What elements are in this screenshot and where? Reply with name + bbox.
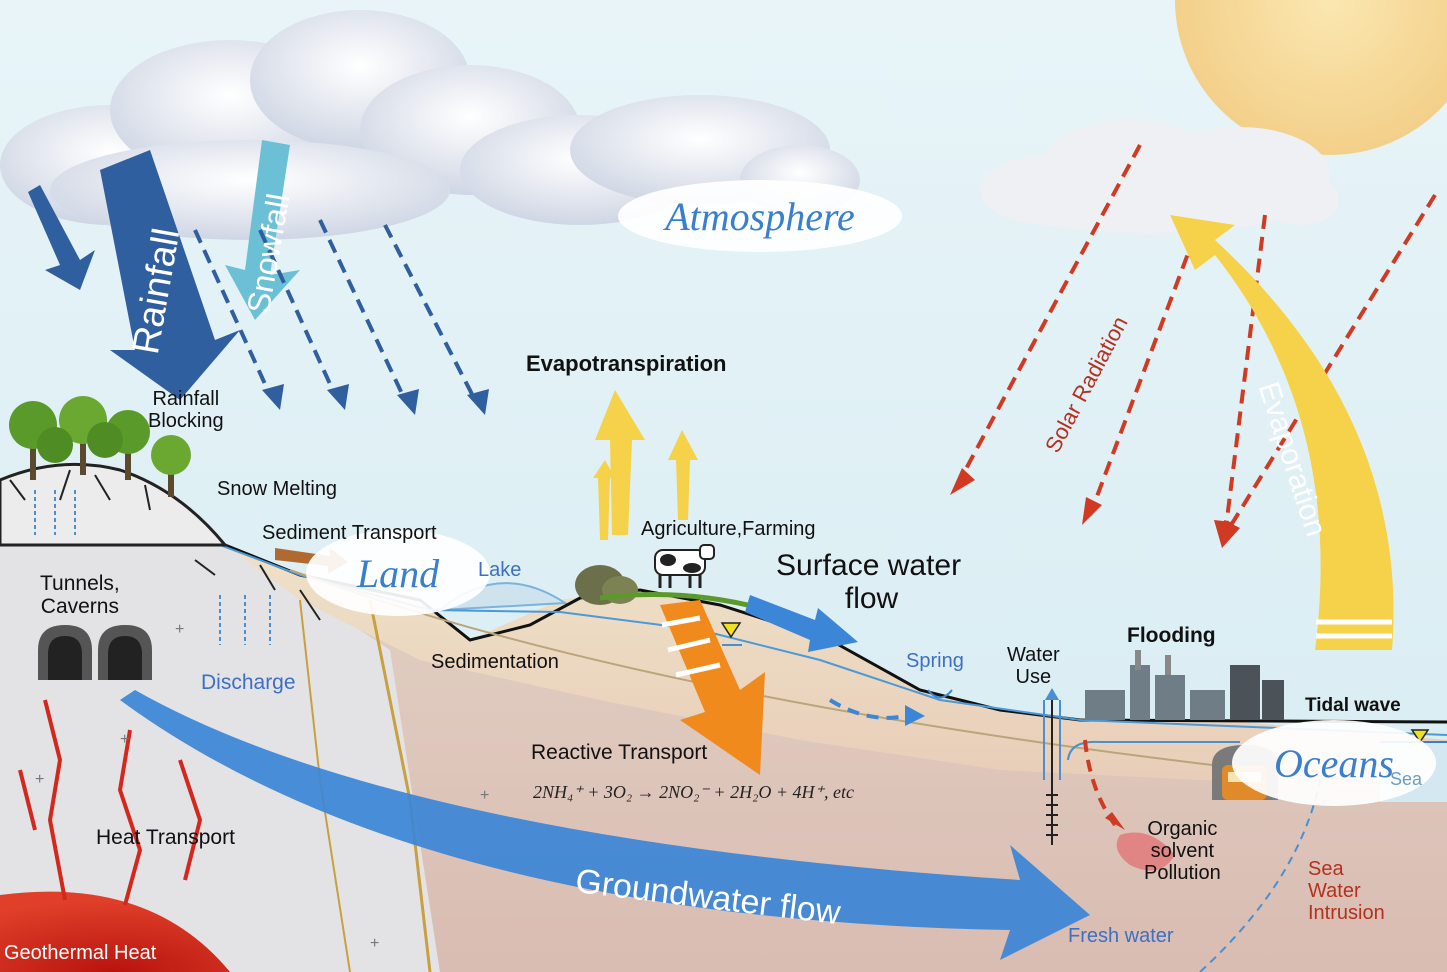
evapotranspiration-label: Evapotranspiration xyxy=(526,351,727,376)
svg-text:+: + xyxy=(370,935,379,952)
cloud-icon xyxy=(980,120,1340,233)
tunnels-line2: Caverns xyxy=(40,595,119,619)
intrusion-line1: Sea xyxy=(1308,858,1344,880)
factory-icon xyxy=(1085,650,1284,720)
rainfall-arrows xyxy=(28,150,240,400)
reaction-equation: 2NH₄⁺ + 3O₂ → 2NO₂⁻ + 2H₂O + 4H⁺, etc xyxy=(533,782,854,802)
organic-pollution-label: Organic solvent Pollution xyxy=(1144,818,1221,884)
geothermal-heat-label: Geothermal Heat xyxy=(4,942,157,964)
evapotranspiration-arrows xyxy=(593,390,698,540)
cow-icon xyxy=(654,544,715,588)
sun-icon xyxy=(1175,0,1447,155)
well-icon xyxy=(1043,688,1061,845)
tunnels-label: Tunnels, Caverns xyxy=(40,572,120,618)
surface-water-flow-line1: Surface water xyxy=(776,549,962,582)
flooding-label: Flooding xyxy=(1127,624,1216,647)
tunnel-icon xyxy=(38,625,152,680)
water-use-line1: Water xyxy=(1007,644,1060,666)
groundwater-flow-arrow xyxy=(120,690,1090,960)
land-region-label: Land xyxy=(306,530,490,616)
tree-icon xyxy=(9,396,191,497)
surface-water-flow-line2: flow xyxy=(844,582,899,615)
organic-line1: Organic xyxy=(1147,818,1218,840)
svg-text:+: + xyxy=(480,787,489,804)
surface-water-flow-label: Surface water flow xyxy=(776,549,961,615)
organic-line2: solvent xyxy=(1150,840,1215,862)
water-use-line2: Use xyxy=(1015,666,1052,688)
agriculture-label: Agriculture,Farming xyxy=(641,518,816,540)
organic-line3: Pollution xyxy=(1144,862,1221,884)
lake-label: Lake xyxy=(478,559,522,581)
water-use-label: Water Use xyxy=(1007,644,1060,688)
svg-text:+: + xyxy=(175,621,184,638)
svg-text:+: + xyxy=(35,771,44,788)
oceans-region-label: Oceans xyxy=(1232,720,1436,806)
intrusion-line3: Intrusion xyxy=(1308,902,1385,924)
rainfall-blocking-label: Rainfall Blocking xyxy=(148,388,224,432)
rainfall-blocking-line2: Blocking xyxy=(148,410,224,432)
reactive-transport-arrow xyxy=(660,600,765,775)
sediment-transport-label: Sediment Transport xyxy=(262,522,437,544)
reactive-transport-label: Reactive Transport xyxy=(531,741,708,764)
evaporation-arrow xyxy=(1170,215,1394,650)
snow-melting-label: Snow Melting xyxy=(217,478,338,500)
heat-transport-label: Heat Transport xyxy=(96,826,235,849)
fresh-water-label: Fresh water xyxy=(1068,925,1174,947)
tidal-wave-label: Tidal wave xyxy=(1305,695,1401,716)
sedimentation-label: Sedimentation xyxy=(431,651,559,673)
spring-label: Spring xyxy=(906,650,964,672)
discharge-label: Discharge xyxy=(201,671,296,694)
intrusion-line2: Water xyxy=(1308,880,1361,902)
svg-text:+: + xyxy=(120,731,129,748)
surface-flow-arrow xyxy=(745,595,858,652)
sea-water-intrusion-label: Sea Water Intrusion xyxy=(1308,858,1385,924)
tunnels-line1: Tunnels, xyxy=(40,572,120,595)
sea-label: Sea xyxy=(1390,769,1423,789)
rainfall-blocking-line1: Rainfall xyxy=(152,388,220,410)
atmosphere-region-label: Atmosphere xyxy=(618,180,902,252)
